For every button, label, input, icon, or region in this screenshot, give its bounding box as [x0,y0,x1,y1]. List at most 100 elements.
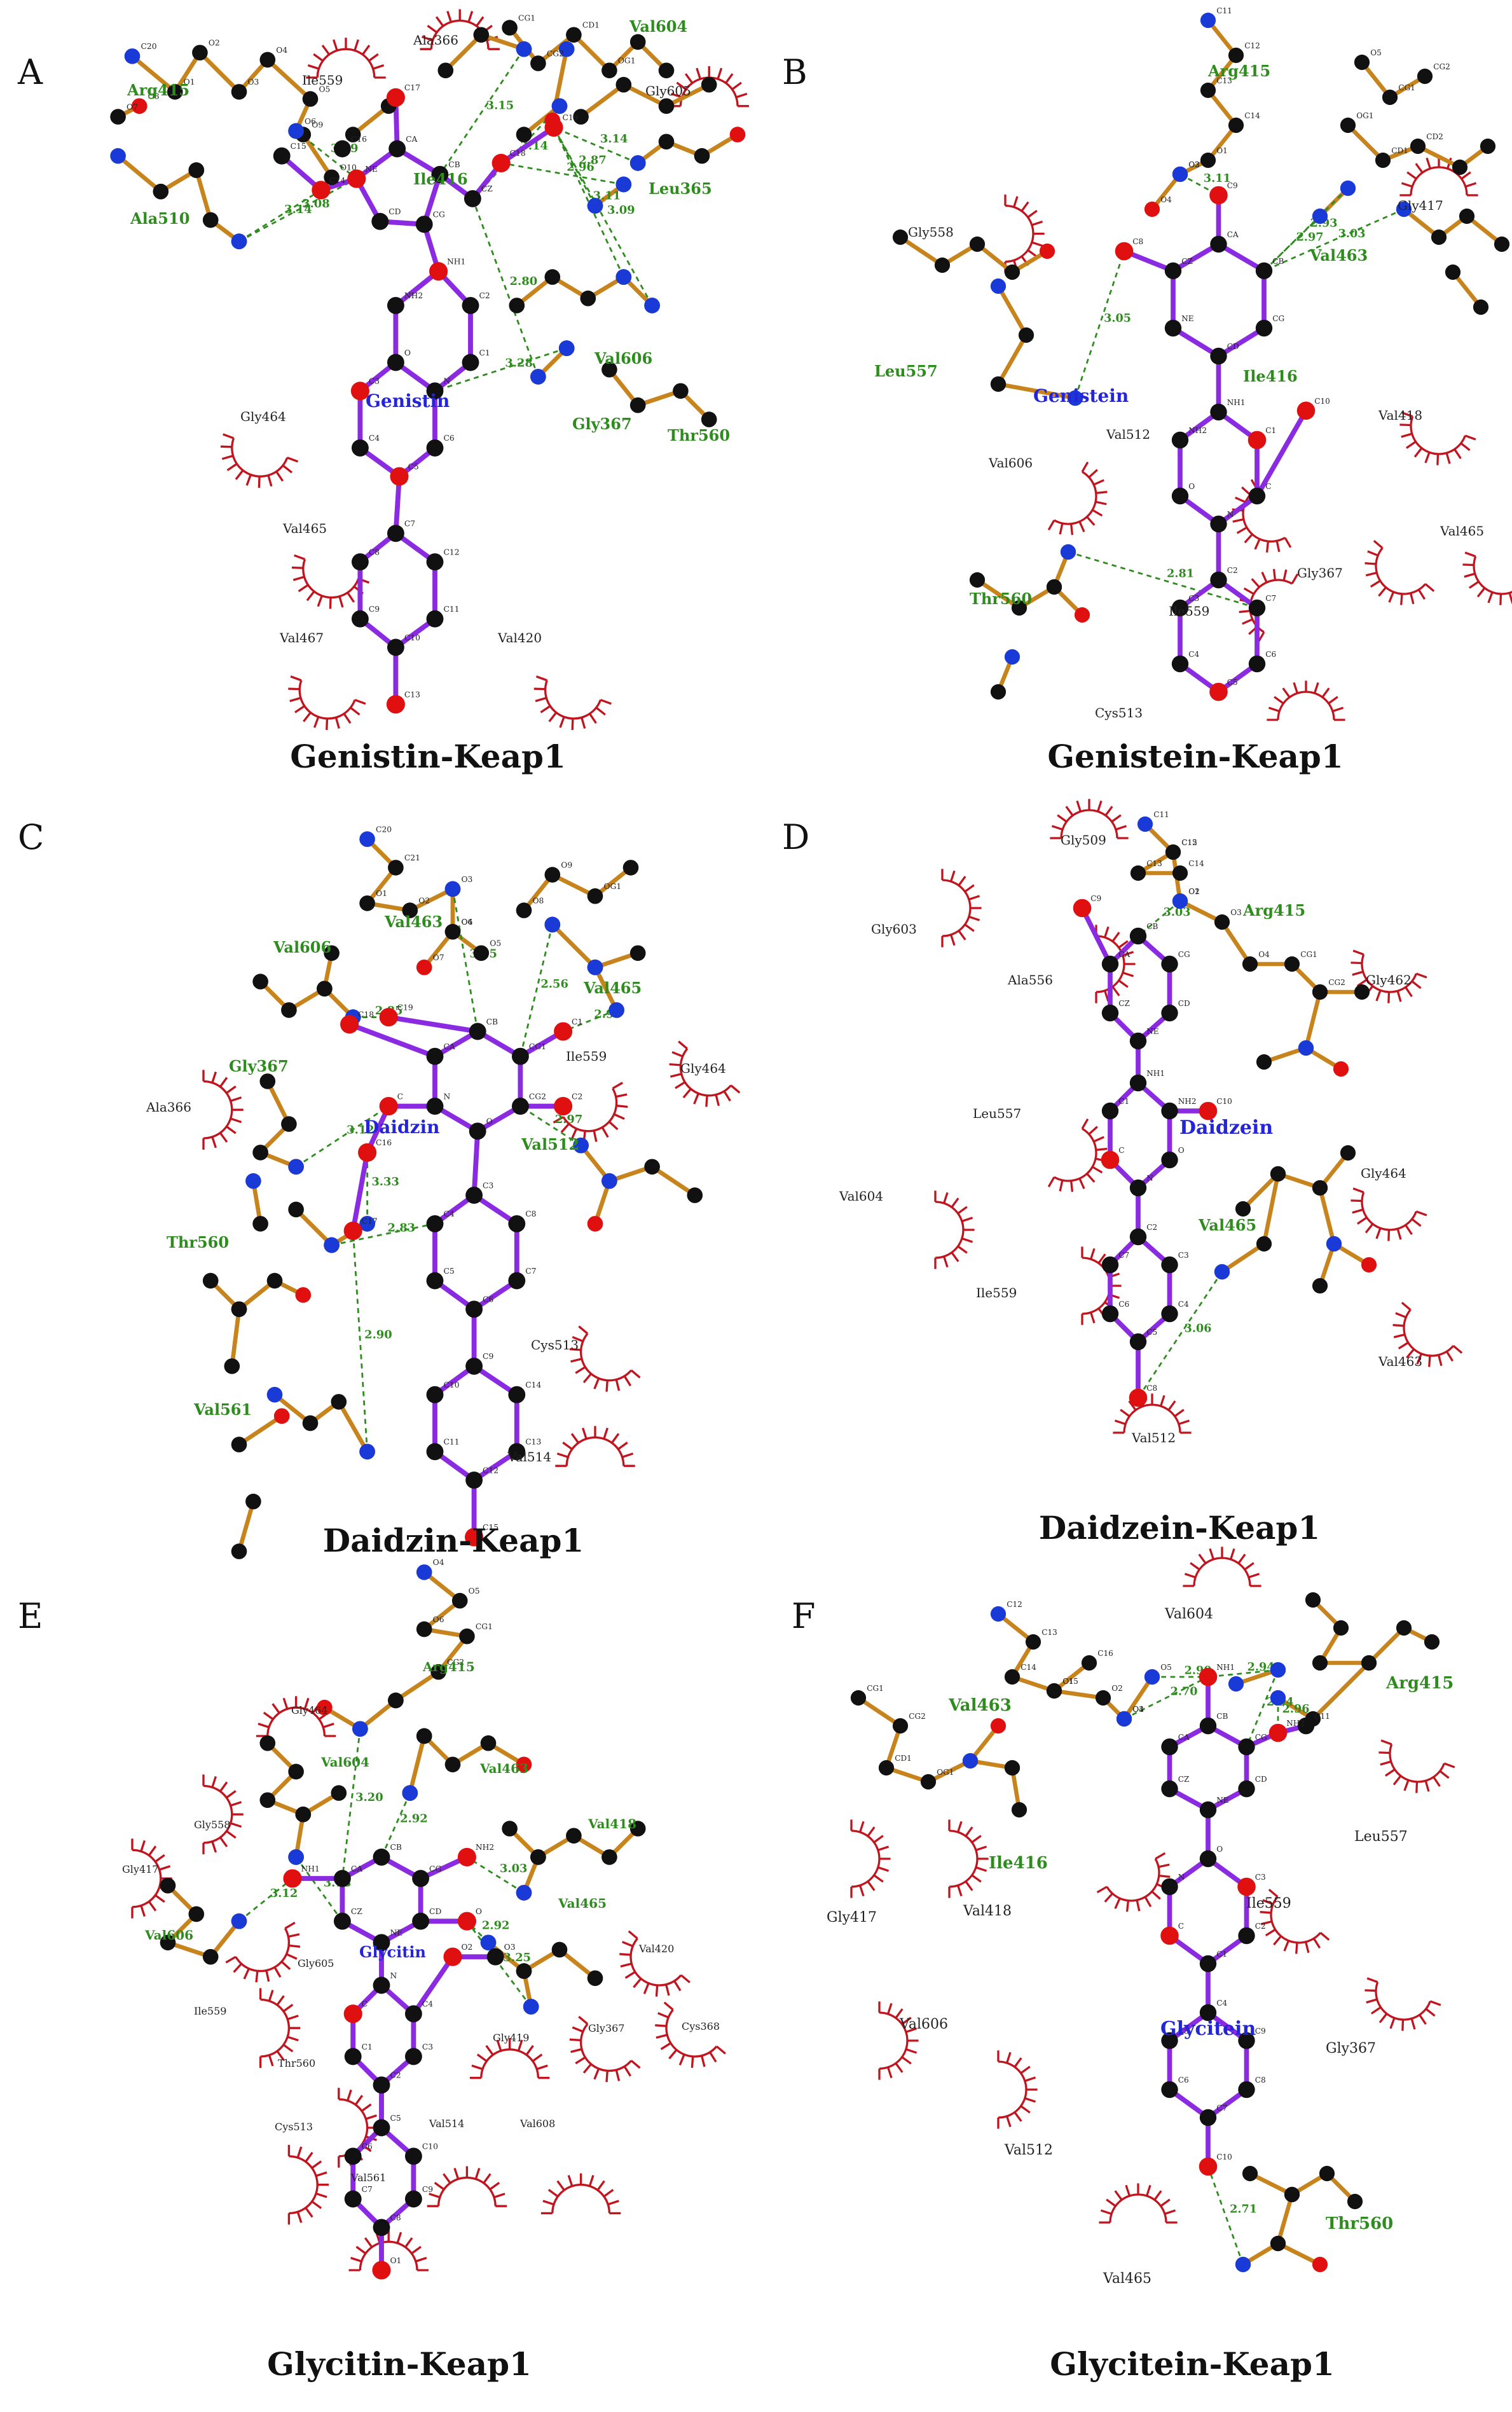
arc-spoke [1235,496,1246,504]
arc-spoke [230,1117,242,1124]
residue-atom [430,1664,446,1680]
arc-spoke [1014,2111,1022,2122]
ligand-bond [472,1193,518,1226]
residue-atom [629,397,646,413]
arc-spoke [1254,539,1261,550]
residue-atom [288,1763,304,1780]
atom-label: C1 [1265,426,1276,435]
arc-spoke [877,1866,890,1872]
hbond-distance: 2.97 [1296,231,1324,244]
arc-spoke [1462,563,1474,567]
arc-spoke [1476,587,1486,598]
ligand-atom [1238,2032,1255,2050]
residue-labels: Arg415 Val463 Ile416 Leu557 Thr560 Gly55… [874,62,1484,775]
arc-spoke [1305,1941,1310,1954]
residue-atom [1228,117,1244,134]
panel-B: B 3.112.972.933.033.052.81CACBCGCDNECZNH… [782,6,1512,775]
ligand-atom [1238,1780,1255,1798]
hbond-distance: 3.03 [1338,227,1366,240]
residue-atom [1284,2186,1300,2203]
residue-atom [252,974,268,989]
atom-label: O3 [1188,160,1200,169]
arc-spoke [1415,972,1427,979]
arc-spoke [1184,1573,1196,1578]
ligand-atom [1171,487,1189,505]
atom-label: O [404,348,411,357]
arc-spoke [1232,518,1244,523]
arc-spoke [1047,1176,1055,1188]
residue-atom [1256,1054,1272,1070]
residue-label: Gly605 [298,1957,334,1969]
residue-label: Cys513 [1095,705,1143,720]
residue-atom [1312,208,1328,224]
ligand-atom [462,354,479,371]
atom-label: N [1227,510,1234,519]
arc-spoke [536,2064,548,2071]
residue-atom [288,1849,304,1865]
arc-spoke [958,876,966,886]
residue-bond [996,334,1028,385]
arc-spoke [1428,1355,1431,1367]
arc-spoke [715,1094,720,1106]
residue-atom [288,123,304,139]
ligand-atom [431,165,449,183]
residue-atom [551,1941,568,1958]
residue-atom [1361,1257,1377,1273]
residue-label: Val465 [558,1896,607,1911]
arc-line [231,438,289,478]
residue-label: Ile559 [976,1285,1017,1300]
arc-spoke [476,2053,488,2062]
hydrophobic-contact-arc [1378,1739,1455,1793]
arc-spoke [1328,696,1338,705]
arc-spoke [1424,583,1435,592]
atom-label: O7 [127,102,138,111]
atom-label: C11 [1153,810,1169,819]
residue-atom [601,1173,617,1189]
ligand-atom [426,439,444,457]
atom-label: C13 [1216,76,1232,85]
arc-spoke [1508,592,1512,604]
ligand-atom [1171,655,1189,673]
residue-label: Gly367 [572,415,632,433]
residue-label: Val514 [507,1449,551,1464]
atom-label: NH2 [404,291,423,300]
residue-atom [1305,1592,1321,1608]
residue-bond [238,1414,284,1447]
ligand-atom [1210,235,1227,253]
arc-spoke [315,2171,327,2177]
atom-label: C [1178,1922,1184,1931]
atom-label: O4 [461,918,472,927]
atom-label: O1 [1062,1677,1074,1686]
residue-label: Cys368 [682,2020,720,2032]
residue-label: Val512 [1004,2142,1053,2158]
atom-label: CA [406,135,418,144]
residue-label: Val463 [1309,246,1368,265]
arc-spoke [660,2042,671,2050]
residue-label: Val465 [1103,2271,1151,2287]
hbond-distance: 3.05 [1104,312,1131,325]
arc-spoke [1013,196,1019,208]
residue-atom [1298,1040,1314,1056]
arc-spoke [603,2189,614,2198]
residue-atom [1144,201,1160,217]
residue-bond [572,33,611,72]
ligand-atom [457,1912,476,1931]
ligand-atom [1171,599,1189,617]
arc-spoke [467,11,474,23]
residue-atom [416,1564,432,1580]
atom-label: NE [1181,314,1193,323]
residue-atom [1046,579,1062,595]
atom-label: NH2 [1188,426,1207,435]
arc-spoke [226,1830,237,1839]
atom-label: C5 [443,1267,454,1276]
atom-label: OG1 [1356,111,1373,120]
hydrophobic-contact-arc [948,1819,989,1898]
residue-label: Gly367 [1326,2041,1376,2057]
atom-label: O8 [148,92,160,101]
arc-spoke [291,566,303,569]
ligand-atom [1255,319,1273,337]
hydrogen-bond [1074,251,1125,399]
residue-atom [601,1849,617,1865]
ligand-atom [1161,1780,1178,1798]
arc-spoke [965,1826,973,1837]
